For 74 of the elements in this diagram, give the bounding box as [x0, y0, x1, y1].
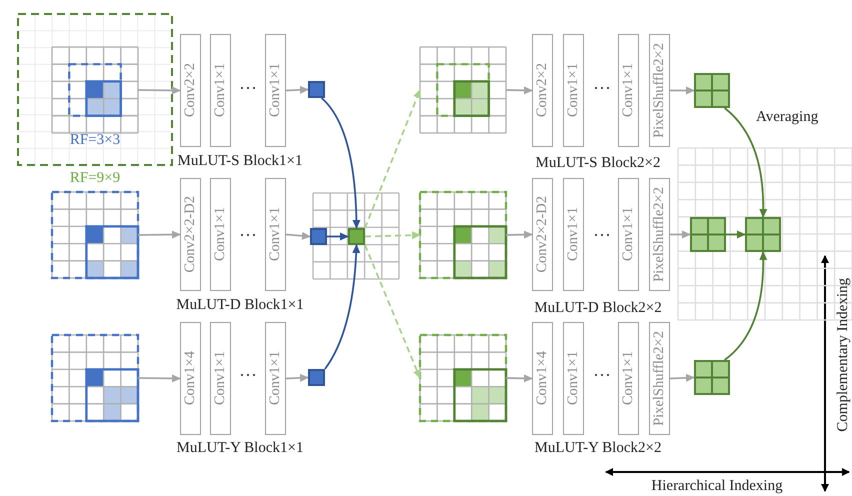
block-label: MuLUT-D Block2×2 — [534, 300, 662, 316]
arrow — [138, 230, 181, 239]
curved-arrow — [724, 107, 768, 218]
arrow — [670, 230, 691, 238]
arrow — [506, 374, 533, 382]
arrow — [138, 374, 181, 382]
block-label: MuLUT-S Block1×1 — [178, 152, 302, 170]
dashed-arrow — [364, 231, 421, 240]
arrow — [670, 86, 695, 94]
edge-label: Averaging — [756, 109, 818, 126]
conv-layer-box: Conv2×2-D2 — [180, 178, 201, 291]
output-patch — [690, 217, 726, 252]
ellipsis: ⋯ — [593, 77, 611, 99]
conv-layer-box: Conv1×1 — [618, 322, 639, 435]
conv-layer-box: PixelShuffle2×2 — [649, 34, 670, 147]
curved-arrow — [724, 251, 768, 361]
arrow — [506, 86, 533, 94]
axis-label: Hierarchical Indexing — [651, 478, 783, 494]
dashed-arrow — [364, 244, 421, 379]
conv-layer-box: Conv2×2 — [532, 34, 553, 147]
arrow — [726, 230, 746, 238]
arrow — [138, 86, 181, 94]
curved-arrow — [320, 97, 360, 229]
conv-layer-box: Conv1×1 — [563, 34, 584, 147]
output-patch — [745, 217, 781, 252]
conv-layer-box: Conv1×1 — [618, 34, 639, 147]
conv-layer-box: Conv1×1 — [618, 178, 639, 291]
pixel-square — [308, 81, 325, 98]
receptive-field-label: RF=3×3 — [70, 132, 120, 148]
pixel-grid — [52, 192, 138, 278]
conv-layer-box: Conv1×1 — [265, 322, 286, 435]
conv-layer-box: Conv1×1 — [210, 322, 231, 435]
pixel-square — [348, 228, 365, 245]
curved-arrow — [324, 244, 360, 370]
pixel-grid — [420, 192, 506, 278]
block-label: MuLUT-D Block1×1 — [176, 296, 304, 314]
pixel-grid — [52, 335, 138, 421]
conv-layer-box: Conv2×2-D2 — [532, 178, 553, 291]
arrow — [286, 86, 309, 94]
conv-layer-box: PixelShuffle2×2 — [649, 322, 670, 435]
conv-layer-box: Conv1×4 — [532, 322, 553, 435]
block-label: MuLUT-Y Block2×2 — [534, 440, 662, 456]
block-label: MuLUT-Y Block1×1 — [176, 440, 304, 456]
ellipsis: ⋯ — [239, 77, 257, 99]
conv-layer-box: Conv1×1 — [210, 178, 231, 291]
pixel-square — [308, 369, 325, 386]
conv-layer-box: Conv1×1 — [210, 34, 231, 147]
axis-label: Complementary Indexing — [834, 278, 852, 432]
arrow — [286, 374, 309, 382]
arrow — [286, 232, 311, 240]
pixel-square — [310, 228, 327, 245]
ellipsis: ⋯ — [593, 224, 611, 246]
arrow — [327, 232, 349, 240]
ellipsis: ⋯ — [239, 364, 257, 386]
conv-layer-box: Conv1×1 — [265, 34, 286, 147]
pixel-grid — [313, 193, 399, 279]
block-label: MuLUT-S Block2×2 — [536, 154, 660, 172]
output-patch — [694, 73, 730, 108]
pixel-grid — [420, 47, 506, 133]
dashed-arrow — [364, 89, 421, 228]
conv-layer-box: Conv1×1 — [265, 178, 286, 291]
receptive-field-label: RF=9×9 — [70, 170, 120, 186]
conv-layer-box: PixelShuffle2×2 — [649, 178, 670, 291]
conv-layer-box: Conv2×2 — [180, 34, 201, 147]
arrow — [670, 374, 695, 382]
pixel-grid — [420, 335, 506, 421]
arrow — [506, 230, 533, 239]
ellipsis: ⋯ — [593, 364, 611, 386]
conv-layer-box: Conv1×4 — [180, 322, 201, 435]
output-patch — [694, 360, 730, 395]
pixel-grid — [52, 47, 138, 133]
conv-layer-box: Conv1×1 — [563, 322, 584, 435]
conv-layer-box: Conv1×1 — [563, 178, 584, 291]
ellipsis: ⋯ — [239, 224, 257, 246]
